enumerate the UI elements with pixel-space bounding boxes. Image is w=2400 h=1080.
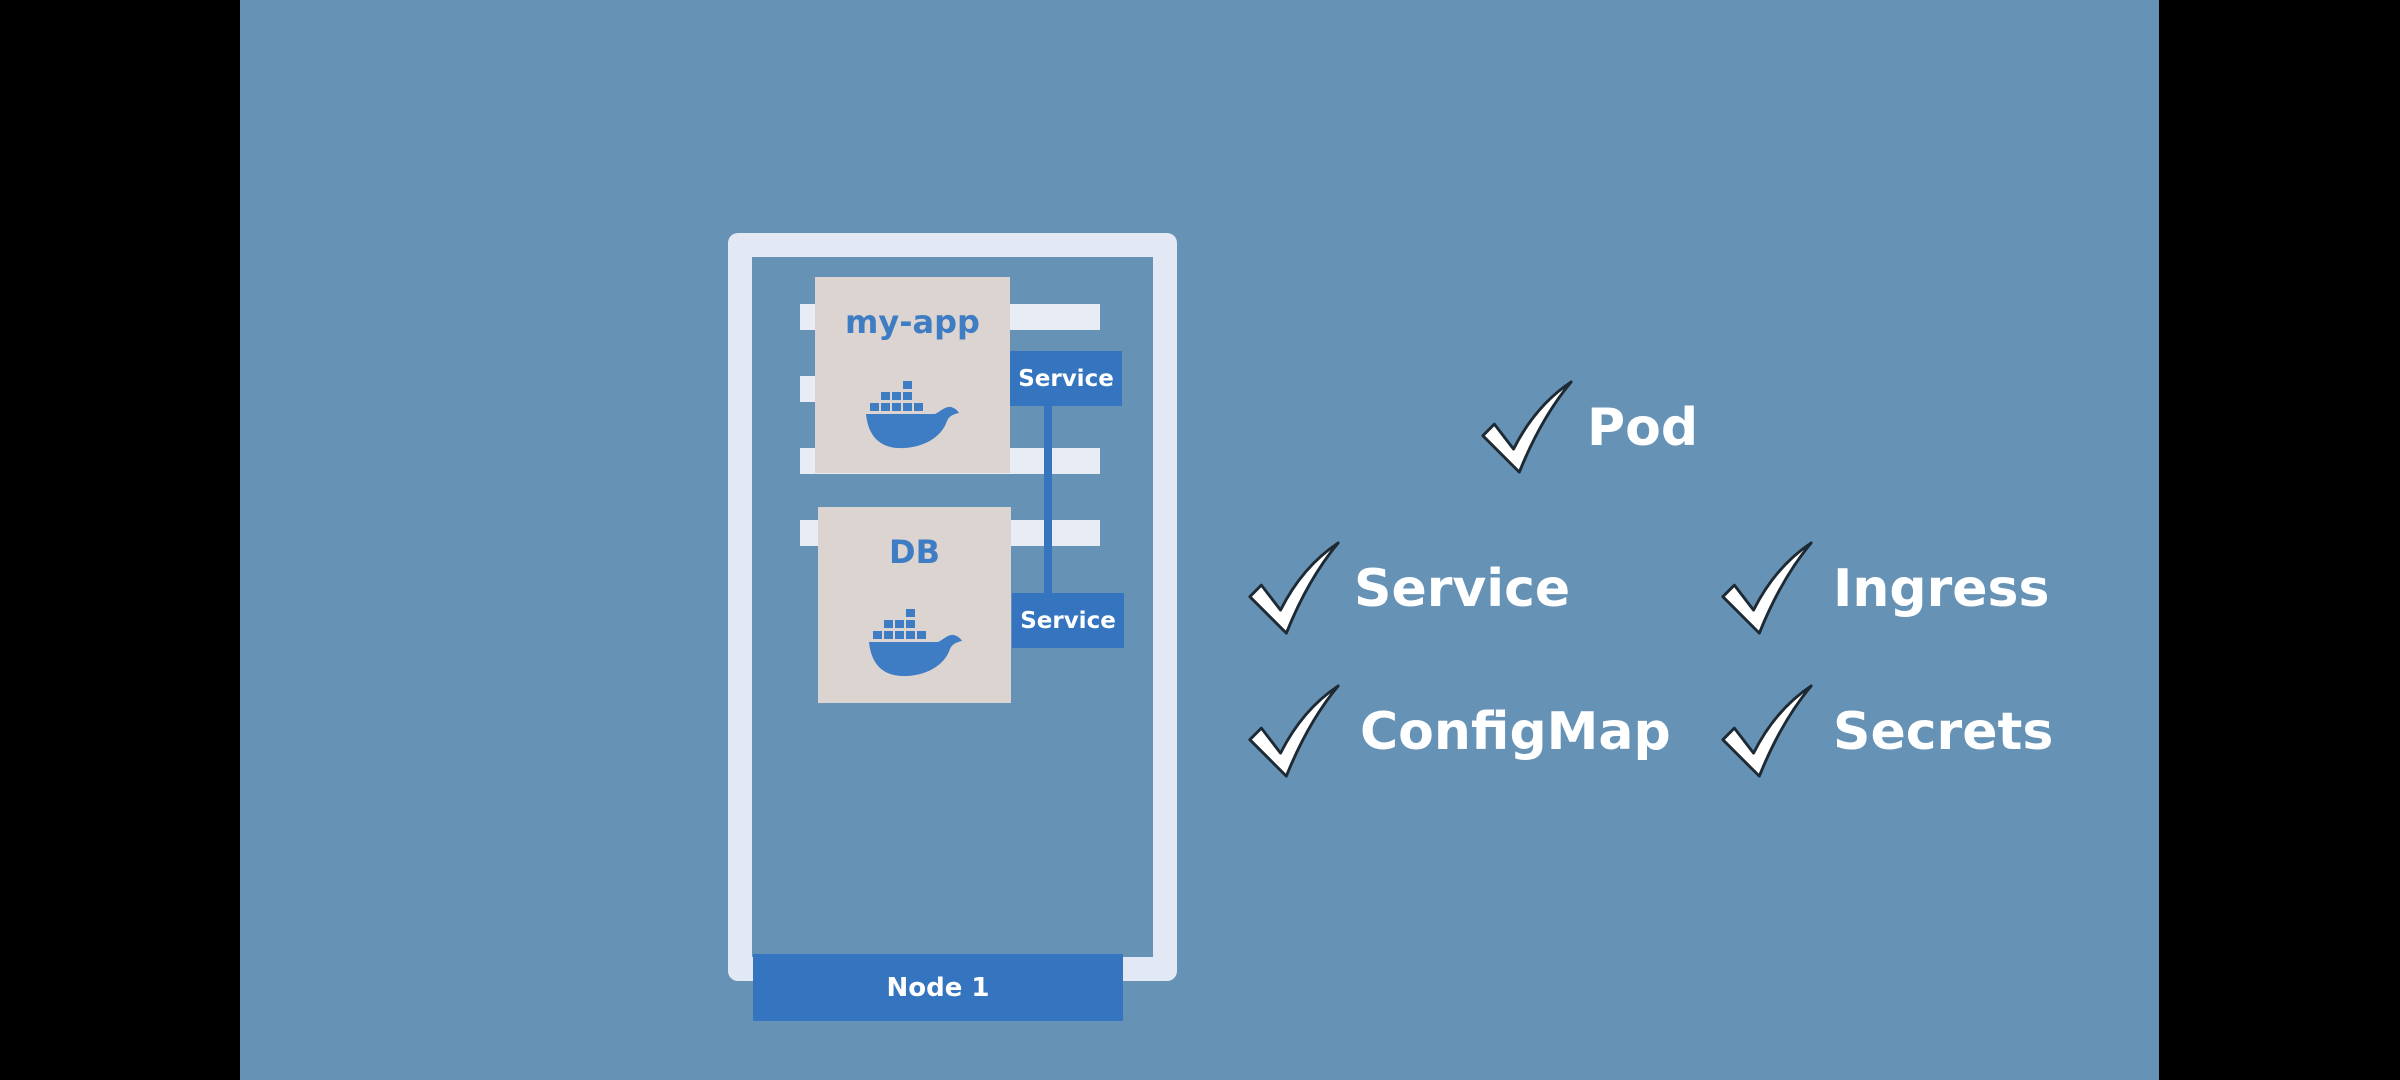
pod-title: DB	[889, 533, 940, 571]
service-my-app: Service	[1010, 351, 1122, 406]
docker-whale-icon	[869, 609, 962, 677]
checkmark-icon	[1721, 541, 1813, 635]
check-label: Pod	[1587, 398, 1699, 458]
check-label: ConfigMap	[1360, 702, 1671, 762]
checkmark-icon	[1721, 684, 1813, 778]
check-item-configmap: ConfigMap	[1246, 684, 1671, 780]
check-label: Secrets	[1833, 702, 2054, 762]
check-item-secrets: Secrets	[1719, 684, 2053, 780]
docker-whale-icon	[866, 381, 959, 449]
check-item-service: Service	[1246, 541, 1570, 637]
node-frame	[728, 233, 1177, 981]
check-label: Ingress	[1833, 559, 2050, 619]
service-db: Service	[1012, 593, 1124, 648]
pod-db: DB	[818, 507, 1011, 703]
pod-my-app: my-app	[815, 277, 1010, 473]
slide: my-app Service DB	[240, 0, 2159, 1080]
check-item-ingress: Ingress	[1719, 541, 2049, 637]
checkmark-icon	[1481, 380, 1573, 474]
pod-title: my-app	[845, 303, 980, 341]
check-label: Service	[1354, 559, 1571, 619]
service-connector-line	[1044, 398, 1052, 598]
checkmark-icon	[1248, 684, 1340, 778]
checkmark-icon	[1248, 541, 1340, 635]
node-label: Node 1	[753, 954, 1123, 1021]
check-item-pod: Pod	[1479, 380, 1698, 476]
